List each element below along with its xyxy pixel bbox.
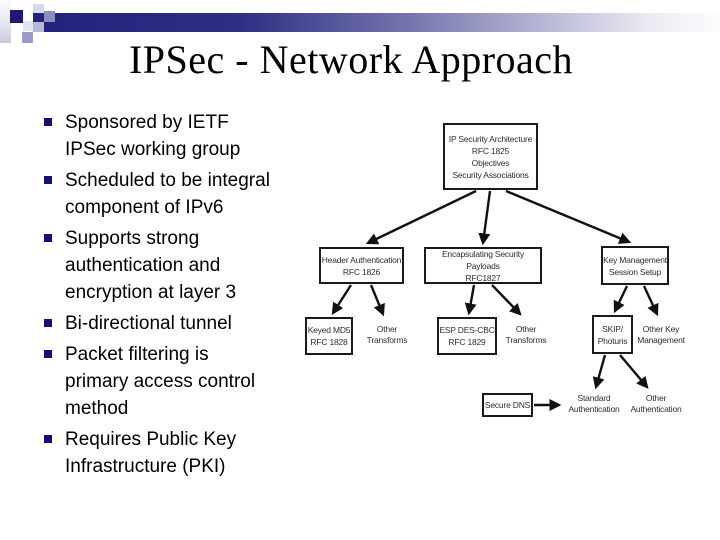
bullet-square-icon (44, 350, 52, 358)
bullet-square-icon (44, 435, 52, 443)
bullet-square-icon (44, 176, 52, 184)
mosaic-square-icon (23, 21, 33, 31)
slide-title: IPSec - Network Approach (128, 37, 574, 82)
arrow (491, 284, 522, 316)
horizontal-gradient-bar (33, 13, 720, 32)
arrow (369, 284, 385, 317)
mosaic-square-icon (44, 11, 55, 22)
node-secure-dns: Secure DNS (482, 393, 533, 417)
arrow (365, 189, 477, 245)
arrow (331, 284, 353, 316)
bullet-square-icon (44, 319, 52, 327)
mosaic-square-icon (10, 10, 23, 23)
vertical-gradient-bar (0, 0, 11, 43)
arrow (613, 285, 629, 314)
mosaic-square-icon (33, 4, 44, 13)
bullet-square-icon (44, 234, 52, 242)
bullet-text: Bi-directional tunnel (65, 313, 232, 334)
bullet-item: Bi-directional tunnel (40, 310, 308, 337)
node-skip-photuris: SKIP/Photuris (592, 315, 633, 354)
mosaic-square-icon (33, 22, 44, 32)
arrow (478, 190, 492, 246)
arrow (619, 354, 649, 389)
arrow (592, 354, 607, 390)
arrow (642, 285, 659, 317)
bullet-square-icon (44, 118, 52, 126)
diagram-arrows (331, 189, 659, 411)
mosaic-square-icon (22, 32, 33, 43)
arrow (464, 284, 477, 316)
arrow (505, 189, 632, 244)
